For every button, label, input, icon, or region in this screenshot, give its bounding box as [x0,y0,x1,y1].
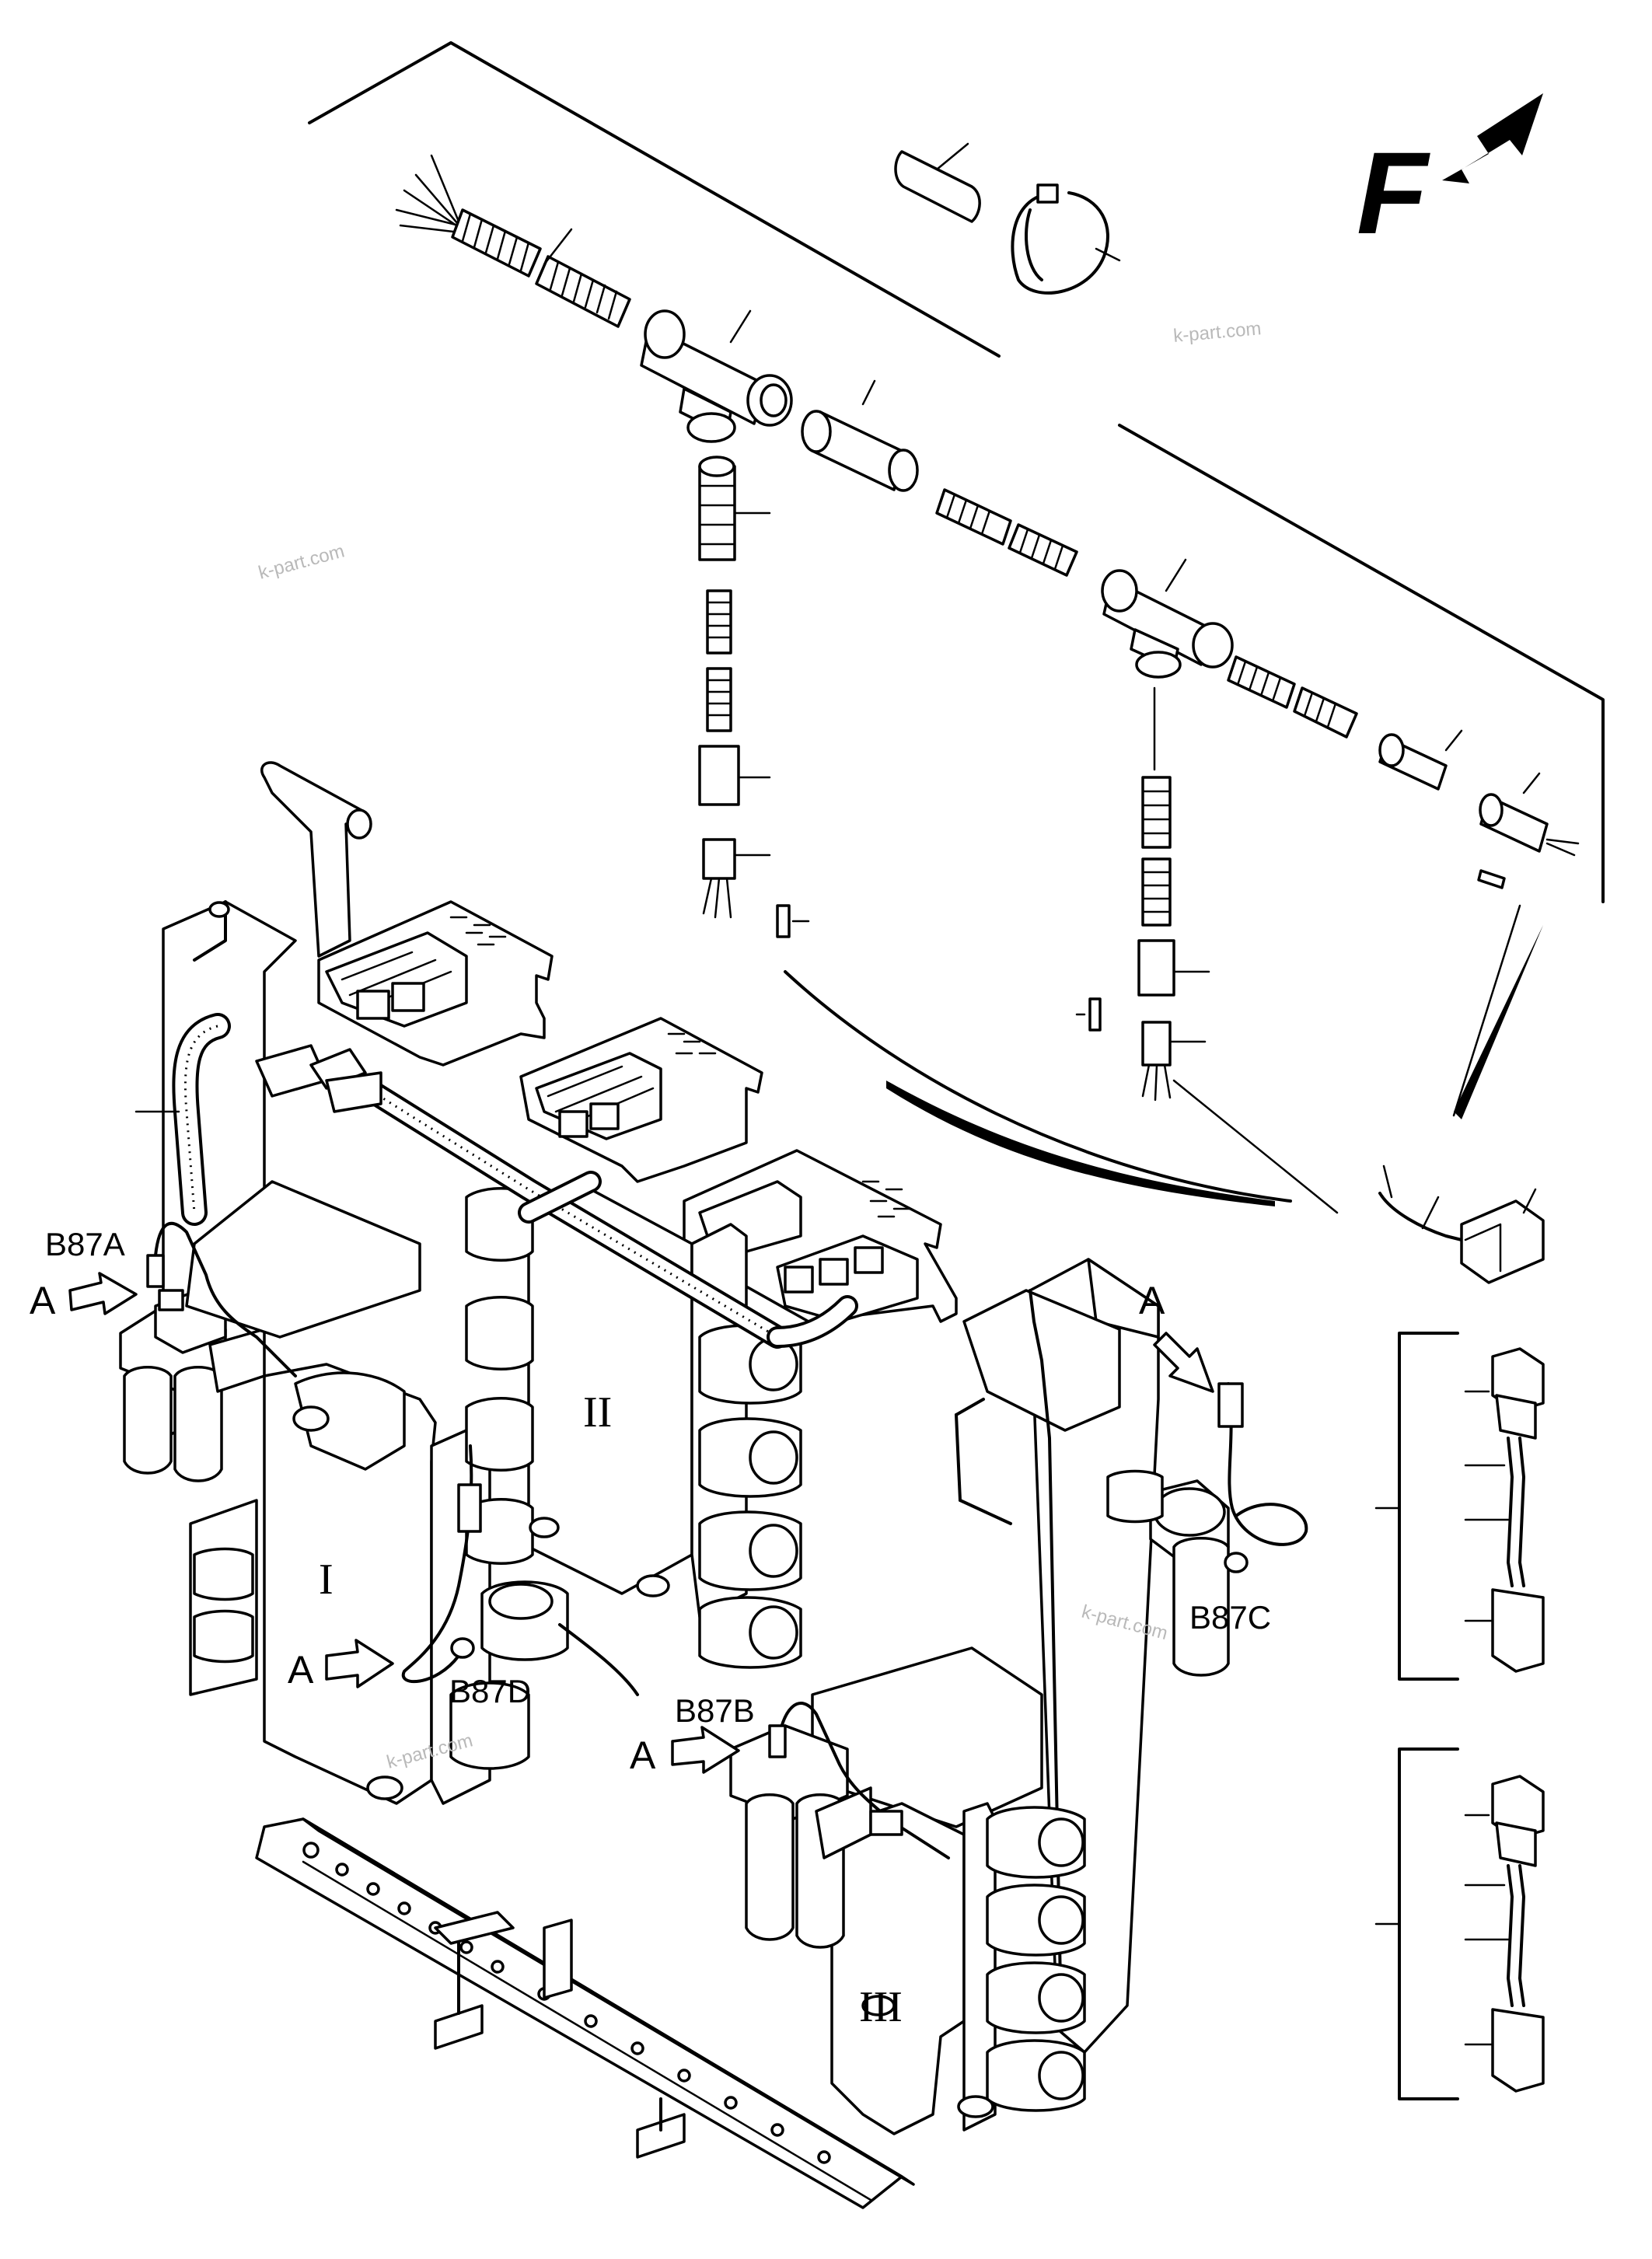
valve-section-2-label: II [583,1388,612,1437]
handle-bar [260,761,372,958]
main-harness-tube [134,1013,858,1349]
direction-marker: F [1357,93,1543,258]
corrugated-tube-top [451,208,631,328]
vertical-branch-1 [698,456,810,938]
view-marker-4: A [630,1726,740,1777]
callout-b87d: B87D [449,1673,531,1709]
plug-right [1477,772,1580,889]
arrow-up-right-icon [1442,93,1543,183]
valve-block-2: II [465,1187,802,1669]
corrugated-tube-right [1227,655,1358,738]
direction-letter: F [1357,127,1430,258]
corrugated-tube-middle [935,488,1078,577]
pressure-filter-c [1106,1469,1230,1677]
view-marker-2: A [1139,1279,1214,1393]
view-marker-3-letter: A [288,1648,314,1692]
view-arrow-2-icon [1153,1332,1214,1393]
view-marker-2-letter: A [1139,1279,1165,1322]
view-marker-1-letter: A [30,1279,56,1322]
sleeve-connector [801,379,919,492]
view-arrow-1-icon [68,1272,138,1315]
view-marker-3: A [288,1639,394,1692]
t-junction-connector-2 [1101,558,1234,679]
callout-b87c: B87C [1189,1599,1271,1636]
watermark-1: k-part.com [1172,318,1262,347]
control-panel-rail [255,1817,915,2209]
pressure-filter-a [119,1180,421,1482]
t-junction-connector-1 [640,309,793,443]
callout-b87a: B87A [45,1226,125,1262]
watermark-2: k-part.com [257,540,347,583]
valve-section-1-label: I [319,1555,334,1604]
pressure-filter-d [449,1580,639,1770]
vertical-branch-2 [1075,686,1210,1102]
sensor-cable-b87d [401,1444,482,1684]
view-marker-4-letter: A [630,1734,656,1777]
sensor-cable-b87a [146,1221,297,1377]
view-marker-1: A [30,1272,138,1322]
valve-section-3-label: III [859,1983,903,2031]
mounting-plate-1 [317,900,554,1067]
sensor-cable-b87b [768,1702,950,1859]
valve-block-3: III [811,1646,1086,2135]
adapter-cable-detail-2 [1374,1747,1545,2100]
wire-ends-left [395,154,468,235]
mounting-plate-2 [519,1017,763,1183]
cable-tie [1011,183,1121,295]
sensor-cable-b87c [1217,1382,1308,1573]
pressure-filter-b [729,1724,872,1949]
view-arrow-3-icon [325,1639,394,1688]
callout-b87b: B87B [675,1692,755,1729]
harness-connector-detail [1378,1164,1545,1284]
adapter-cable-detail-1 [1374,1332,1545,1681]
protective-sleeve-piece [894,142,981,223]
grommet-right [1378,729,1463,791]
exploded-harness-frame [308,41,1605,1214]
view-arrow-4-icon [671,1726,740,1774]
